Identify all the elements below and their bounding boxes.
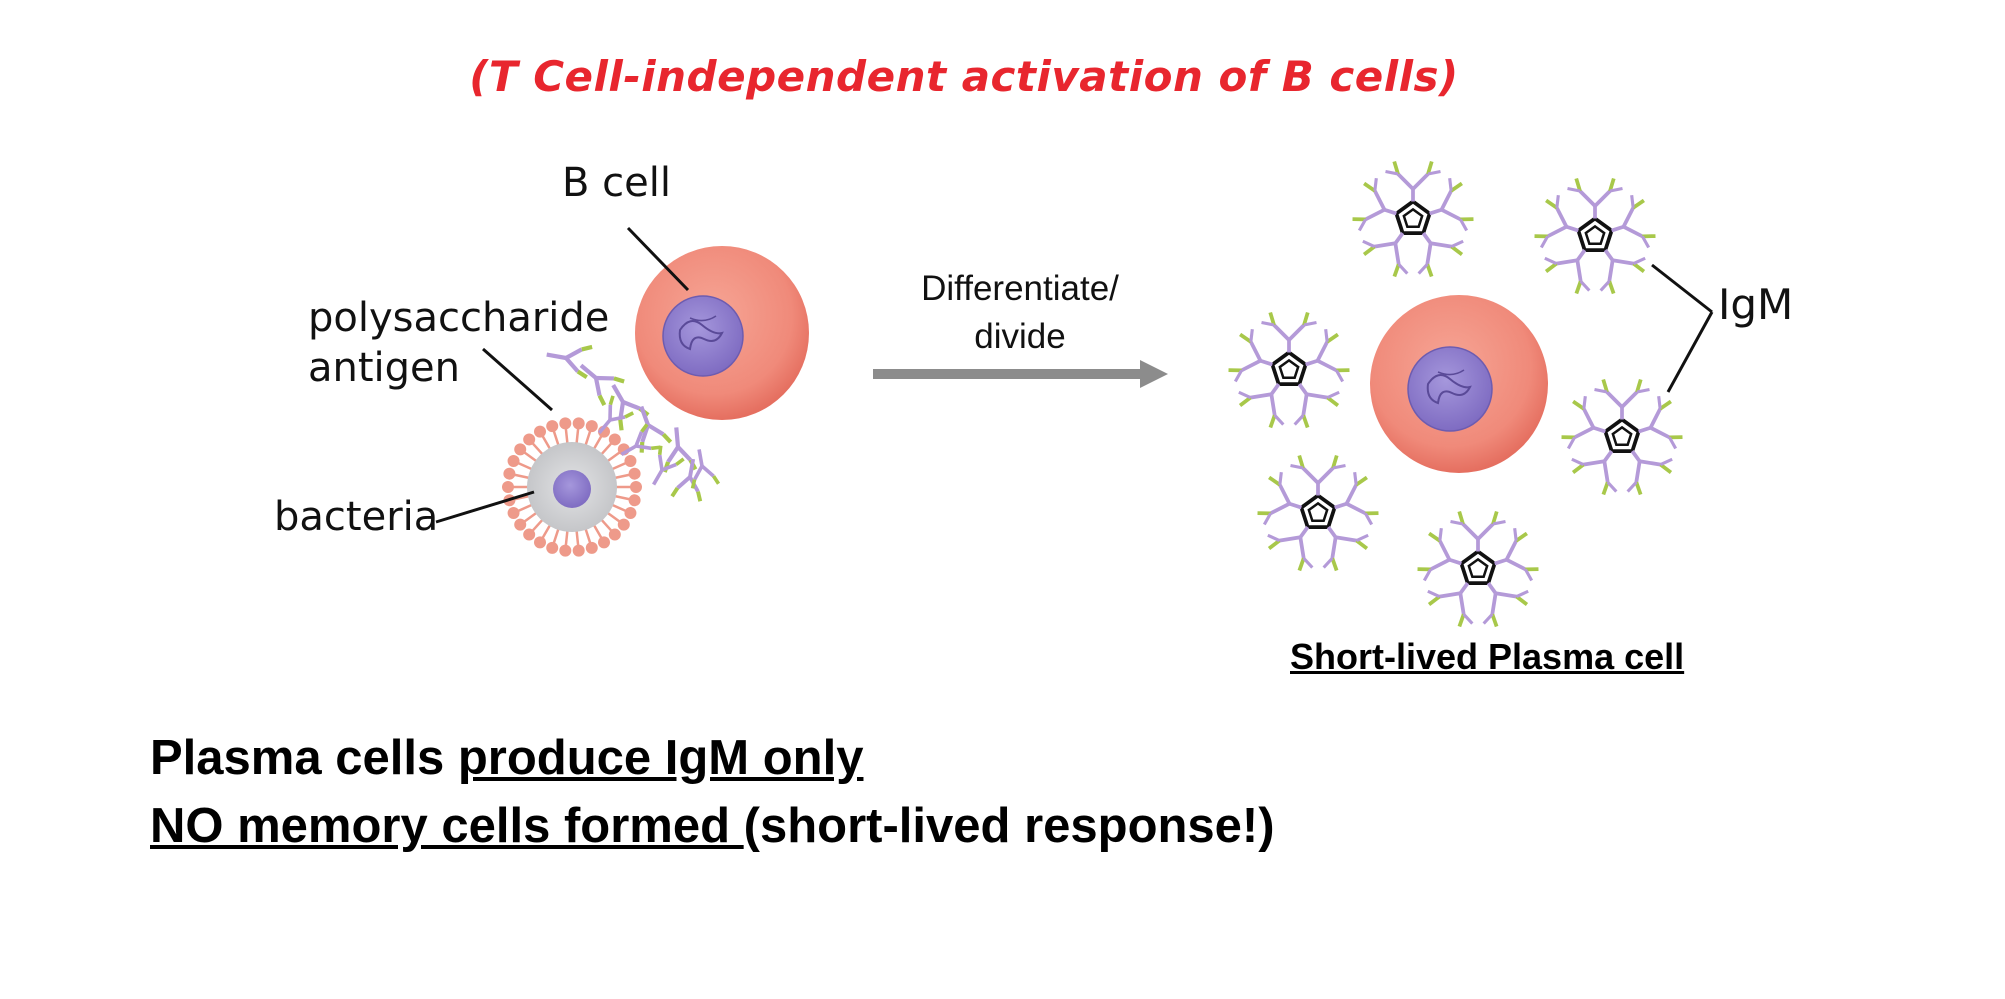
antigen-dot xyxy=(598,536,610,549)
antigen-dot xyxy=(624,454,637,467)
antigen-dot xyxy=(630,481,642,493)
antigen-dot xyxy=(546,420,559,433)
antigen-dot xyxy=(507,507,520,520)
polysaccharide-label-line2: antigen xyxy=(308,345,461,391)
antigen-dot xyxy=(628,467,641,480)
antigen-dot xyxy=(559,544,572,557)
antibody xyxy=(690,449,721,489)
antigen-dot xyxy=(585,541,598,554)
igm-pentamer xyxy=(1257,454,1379,572)
slide-title: (T Cell-independent activation of B cell… xyxy=(469,52,1459,101)
antigen-dot xyxy=(572,417,585,430)
igm-leader-line-top xyxy=(1651,263,1713,314)
b-cell xyxy=(635,246,809,420)
plasma-cell-caption: Short-lived Plasma cell xyxy=(1290,636,1685,677)
note-line-2: NO memory cells formed (short-lived resp… xyxy=(150,798,1275,854)
antigen-dot xyxy=(617,518,630,531)
antigen-dot xyxy=(546,541,559,554)
antigen-dot xyxy=(507,454,520,467)
arrow-label: Differentiate/ divide xyxy=(900,265,1140,361)
polysaccharide-antigen-dots xyxy=(502,417,642,557)
note-line-1: Plasma cells produce IgM only xyxy=(150,730,863,786)
antigen-dot xyxy=(523,433,536,446)
antigen-dot xyxy=(514,443,527,456)
polysaccharide-antigen-label: polysaccharide antigen xyxy=(308,293,609,393)
differentiate-arrow xyxy=(873,360,1168,388)
polysaccharide-leader-line xyxy=(482,347,553,412)
antigen-dot xyxy=(624,507,637,520)
note-line-1-plain: Plasma cells xyxy=(150,731,458,785)
polysaccharide-label-line1: polysaccharide xyxy=(308,295,610,341)
antibody xyxy=(597,395,635,435)
antibody xyxy=(620,423,661,456)
bacteria xyxy=(502,417,642,557)
antigen-dot xyxy=(502,481,514,493)
igm-pentamer xyxy=(1561,378,1683,496)
antigen-dot xyxy=(534,425,546,438)
igm-leader-line-bottom xyxy=(1666,311,1714,393)
igm-label: IgM xyxy=(1718,280,1794,329)
bacteria-label: bacteria xyxy=(274,494,439,540)
igm-pentamer xyxy=(1352,160,1474,278)
antigen-dot xyxy=(534,536,546,549)
antibody xyxy=(652,445,685,486)
b-cell-leader-line xyxy=(626,226,690,292)
antigen-dot xyxy=(585,420,598,433)
igm-pentamer xyxy=(1534,177,1656,295)
antigen-dot xyxy=(514,518,527,531)
antigen-dot xyxy=(628,494,641,507)
antigen-dot xyxy=(523,528,536,541)
antigen-dot xyxy=(503,467,516,480)
plasma-cell xyxy=(1370,295,1548,473)
note-line-2-plain: (short-lived response!) xyxy=(743,799,1275,853)
antibody xyxy=(639,405,673,453)
antigen-dot xyxy=(572,544,585,557)
igm-pentamer xyxy=(1228,311,1350,429)
antigen-dot xyxy=(608,528,621,541)
antigen-dot xyxy=(608,433,621,446)
igm-pentamers xyxy=(1228,160,1683,628)
note-line-2-underlined: NO memory cells formed xyxy=(150,799,744,853)
b-cell-label: B cell xyxy=(562,160,671,206)
antigen-dot xyxy=(559,417,572,430)
bacteria-leader-line xyxy=(435,490,535,524)
arrow-label-line1: Differentiate/ xyxy=(921,269,1119,308)
igm-pentamer xyxy=(1417,510,1539,628)
antibody xyxy=(546,344,593,380)
bridge-antibodies xyxy=(546,344,721,502)
antibody xyxy=(579,363,625,407)
arrow-label-line2: divide xyxy=(974,317,1066,356)
note-line-1-underlined: produce IgM only xyxy=(457,731,864,785)
